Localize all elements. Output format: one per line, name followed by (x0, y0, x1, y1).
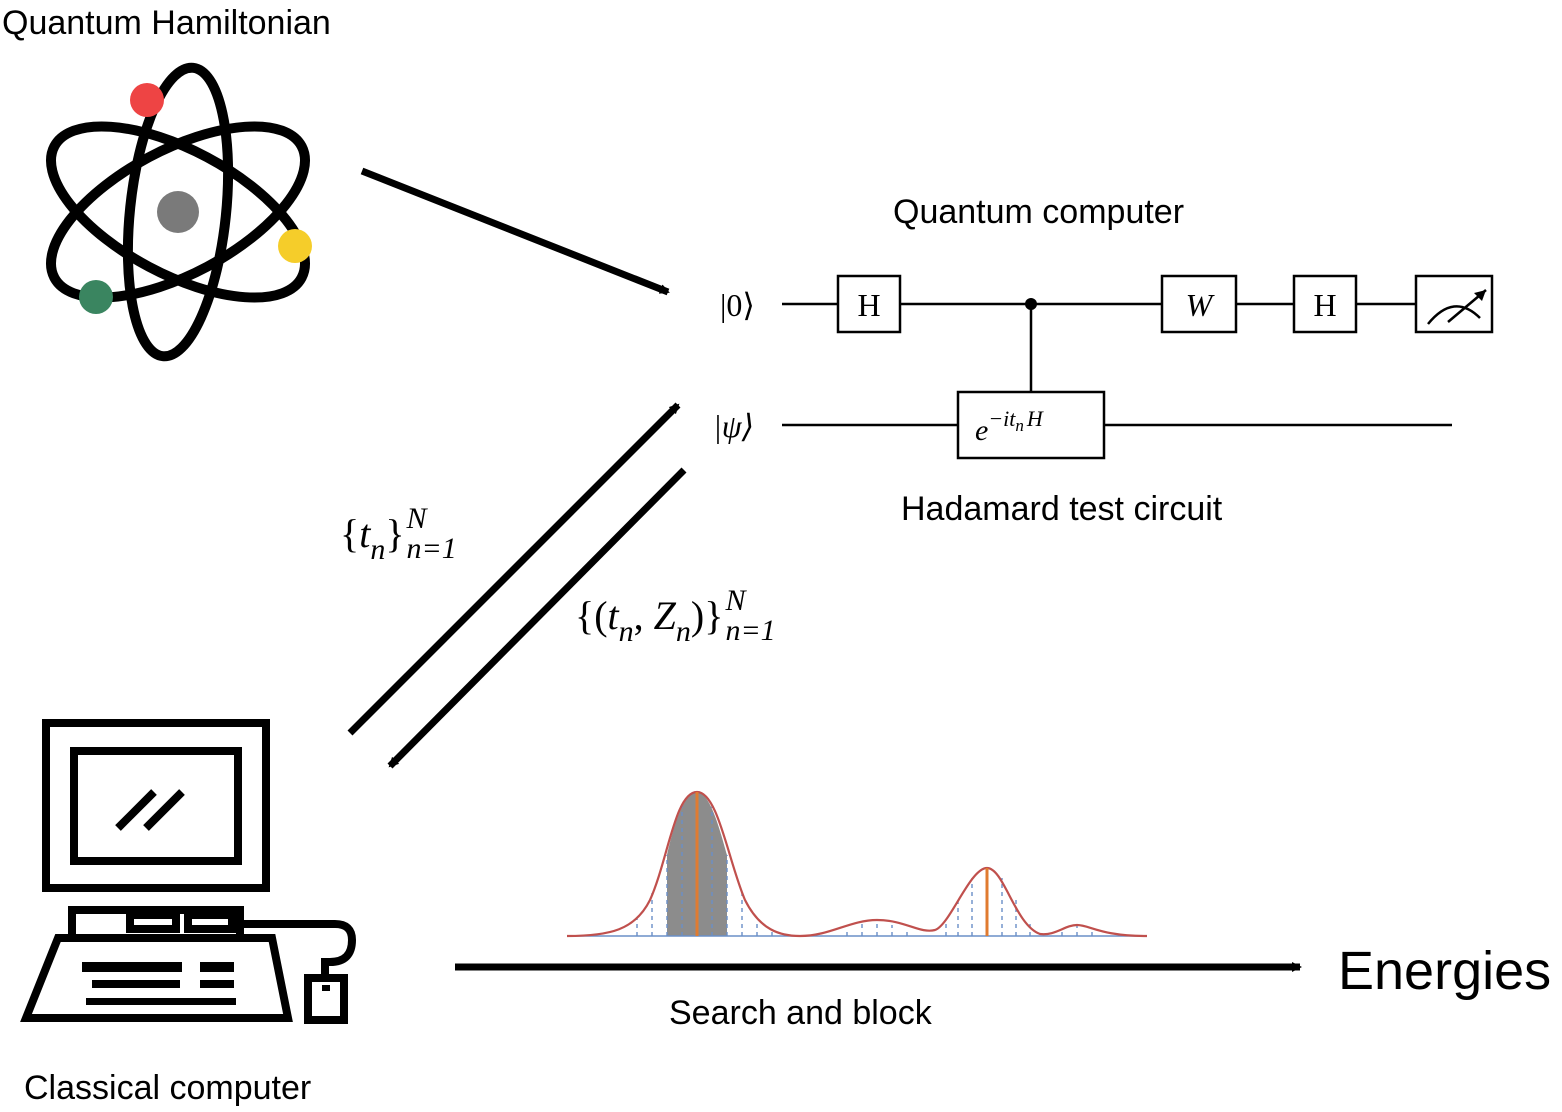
ket-zero: |0⟩ (720, 287, 755, 323)
evolution-gate (956, 390, 1106, 460)
hadamard-gate-1-label: H (857, 287, 880, 323)
results-close: )} (690, 593, 724, 638)
results-arrow (387, 467, 687, 769)
classical-computer-title: Classical computer (24, 1069, 312, 1107)
times-close-brace: } (385, 511, 405, 556)
hamiltonian-title: Quantum Hamiltonian (2, 4, 331, 42)
times-var: t (359, 511, 371, 556)
hadamard-circuit-title: Hadamard test circuit (901, 490, 1223, 528)
results-sub-z: n (675, 615, 691, 648)
results-var-t: t (607, 593, 619, 638)
control-dot (1025, 298, 1037, 310)
yellow-electron-icon (278, 229, 312, 263)
hamiltonian-to-quantum-arrow (360, 167, 670, 296)
results-range: n=1 (725, 614, 776, 647)
green-electron-icon (79, 280, 113, 314)
hadamard-gate-1 (836, 274, 902, 334)
search-and-block-label: Search and block (669, 994, 932, 1032)
spectrum-plot (566, 790, 1148, 938)
energies-label: Energies (1338, 941, 1552, 1001)
results-sub-t: n (618, 615, 634, 648)
results-comma: , (633, 593, 654, 638)
times-arrow (347, 402, 681, 736)
w-gate (1160, 274, 1238, 334)
times-range: n=1 (406, 532, 457, 565)
spectrum-curve (566, 790, 1148, 938)
evolution-base: e (975, 414, 988, 447)
evolution-hamiltonian: H (1026, 406, 1044, 431)
keyboard-keys (82, 962, 236, 1005)
evolution-subscript: n (1015, 416, 1024, 435)
evolution-exponent: −it (988, 406, 1016, 431)
nucleus-icon (157, 191, 199, 233)
times-superscript: N (406, 502, 427, 535)
measurement-meter-icon (1414, 274, 1494, 334)
computer-icon (20, 719, 357, 1024)
times-subscript: n (370, 533, 386, 566)
results-open: {( (575, 593, 608, 638)
red-electron-icon (130, 83, 164, 117)
atom-icon (46, 62, 312, 362)
ket-psi: |ψ⟩ (713, 408, 754, 444)
results-var-z: Z (653, 593, 676, 638)
hadamard-gate-2-label: H (1313, 287, 1336, 323)
quantum-computer-title: Quantum computer (893, 193, 1185, 231)
times-open-brace: { (340, 511, 360, 556)
sample-lines (636, 805, 1093, 936)
w-gate-label: W (1186, 287, 1216, 323)
hadamard-gate-2 (1292, 274, 1358, 334)
results-superscript: N (725, 584, 746, 617)
